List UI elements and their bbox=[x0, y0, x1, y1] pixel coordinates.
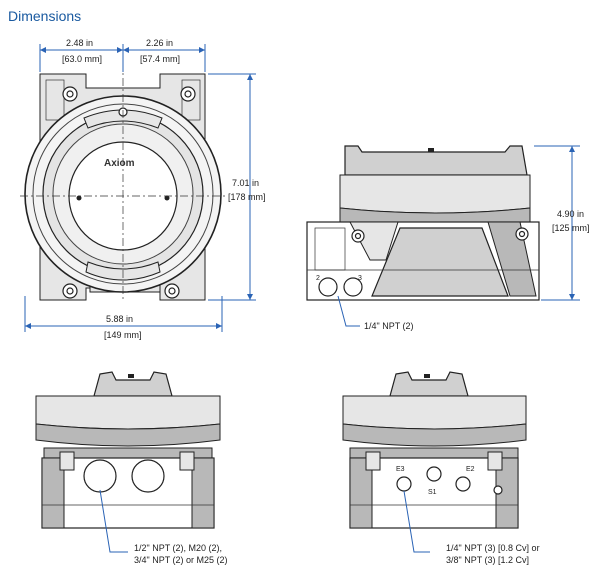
port-label-e2: E2 bbox=[466, 466, 475, 473]
axiom-logo: Axiom bbox=[104, 158, 135, 169]
back-callout-lines bbox=[403, 490, 430, 553]
dim-right-width-in: 2.26 in bbox=[146, 38, 173, 48]
dim-right-width-mm: [57.4 mm] bbox=[140, 54, 180, 64]
port-label-3: 3 bbox=[358, 275, 362, 282]
dim-total-width-mm: [149 mm] bbox=[104, 330, 142, 340]
port-label-s1: S1 bbox=[428, 489, 437, 496]
port-label-2: 2 bbox=[316, 275, 320, 282]
dim-total-width-in: 5.88 in bbox=[106, 314, 133, 324]
dim-left-width-in: 2.48 in bbox=[66, 38, 93, 48]
back-view: E3 S1 E2 bbox=[342, 371, 527, 529]
side-view: 2 3 bbox=[306, 145, 540, 301]
dim-total-height-mm: [178 mm] bbox=[228, 192, 266, 202]
callout-front-conduit-1: 1/2" NPT (2), M20 (2), bbox=[134, 543, 222, 553]
callout-back-npt-2: 3/8" NPT (3) [1.2 Cv] bbox=[446, 555, 529, 565]
callout-front-conduit-2: 3/4" NPT (2) or M25 (2) bbox=[134, 555, 228, 565]
callout-back-npt-1: 1/4" NPT (3) [0.8 Cv] or bbox=[446, 543, 540, 553]
front-callout-lines bbox=[99, 489, 128, 553]
dim-side-height-mm: [125 mm] bbox=[552, 223, 590, 233]
front-view bbox=[35, 371, 221, 529]
page-title: Dimensions bbox=[8, 8, 82, 24]
side-dimension-lines bbox=[337, 145, 580, 327]
callout-side-npt: 1/4" NPT (2) bbox=[364, 321, 414, 331]
top-view: Axiom bbox=[20, 46, 228, 301]
dim-left-width-mm: [63.0 mm] bbox=[62, 54, 102, 64]
top-dimension-lines bbox=[24, 44, 256, 332]
port-label-e3: E3 bbox=[396, 466, 405, 473]
dim-total-height-in: 7.01 in bbox=[232, 178, 259, 188]
dim-side-height-in: 4.90 in bbox=[557, 209, 584, 219]
